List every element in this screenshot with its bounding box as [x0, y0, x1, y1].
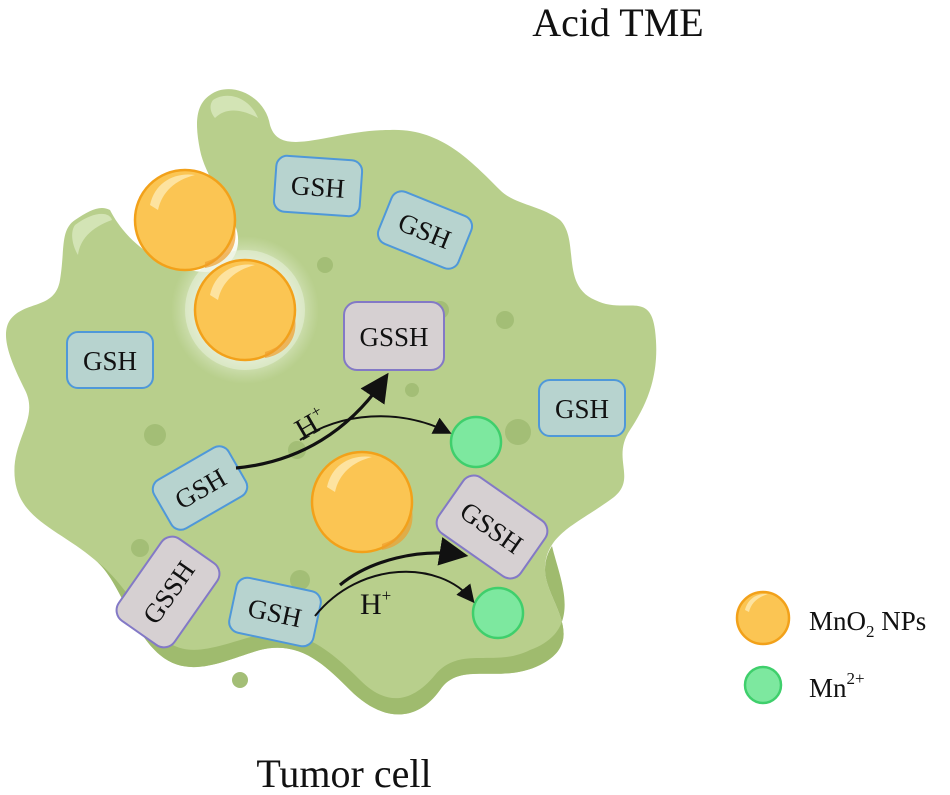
- cell-highlight: [210, 95, 258, 118]
- granule: [144, 424, 166, 446]
- gsh-box: GSH: [228, 576, 322, 648]
- arrow-to-gssh: [235, 372, 389, 470]
- cell-label: Tumor cell: [256, 751, 431, 795]
- reaction-arrows: [235, 372, 475, 617]
- manganese-ion: [449, 415, 503, 469]
- gssh-box: GSSH: [115, 535, 221, 649]
- gssh-box: GSSH: [343, 301, 445, 371]
- granule: [232, 672, 248, 688]
- granule: [317, 257, 333, 273]
- legend-label: MnO2 NPs: [809, 606, 926, 641]
- legend-item-mno2: MnO2 NPs: [735, 590, 926, 646]
- legend-label: Mn2+: [809, 669, 865, 703]
- proton-label: H+: [360, 586, 391, 621]
- legend: MnO2 NPs Mn2+: [735, 590, 926, 705]
- arrow-to-mn-ion: [299, 415, 452, 441]
- manganese-ion: [471, 586, 525, 640]
- granule: [496, 311, 514, 329]
- gsh-label: GSH: [555, 394, 609, 424]
- gsh-box: GSH: [376, 190, 474, 270]
- legend-item-mn-ion: Mn2+: [743, 665, 865, 705]
- manganese-ion-icon: [743, 665, 783, 705]
- manganese-ions: [449, 415, 525, 640]
- granule: [505, 419, 531, 445]
- granule: [131, 539, 149, 557]
- arrow-to-mn-ion: [314, 570, 475, 617]
- gsh-box: GSH: [272, 154, 364, 218]
- mno2-nanoparticle: [310, 450, 414, 554]
- diagram-title: Acid TME: [532, 0, 703, 45]
- granule: [290, 570, 310, 590]
- granule: [405, 383, 419, 397]
- mno2-nanoparticles: [133, 168, 414, 554]
- mno2-nanoparticle-icon: [735, 590, 791, 646]
- gsh-box: GSH: [66, 331, 154, 389]
- gsh-label: GSH: [83, 346, 137, 376]
- gssh-molecules: GSSH GSSH GSSH: [115, 301, 549, 649]
- gsh-label: GSH: [290, 170, 346, 204]
- mno2-nanoparticle: [133, 168, 237, 272]
- gsh-box: GSH: [151, 445, 249, 531]
- gssh-label: GSSH: [359, 322, 428, 352]
- gsh-molecules: GSH GSH GSH GSH GSH GSH: [66, 154, 626, 648]
- cell-highlight: [72, 213, 112, 255]
- cell-shadow: [95, 546, 565, 715]
- arrow-to-gssh: [338, 537, 469, 587]
- mno2-nanoparticle: [193, 258, 297, 362]
- gsh-box: GSH: [538, 379, 626, 437]
